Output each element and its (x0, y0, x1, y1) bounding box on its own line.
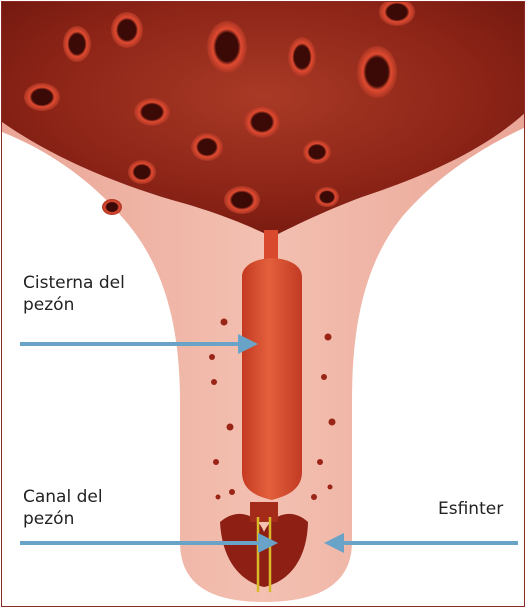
canal-label-line2: pezón (23, 508, 103, 530)
sphincter-label: Esfinter (438, 498, 503, 520)
cistern-label-line2: pezón (23, 294, 125, 316)
canal-label-line1: Canal del (23, 486, 103, 508)
cistern-neck (264, 230, 278, 260)
cistern-label-line1: Cisterna del (23, 272, 125, 294)
teat-cistern (242, 258, 302, 500)
cistern-label: Cisterna del pezón (23, 272, 125, 316)
canal-label: Canal del pezón (23, 486, 103, 530)
